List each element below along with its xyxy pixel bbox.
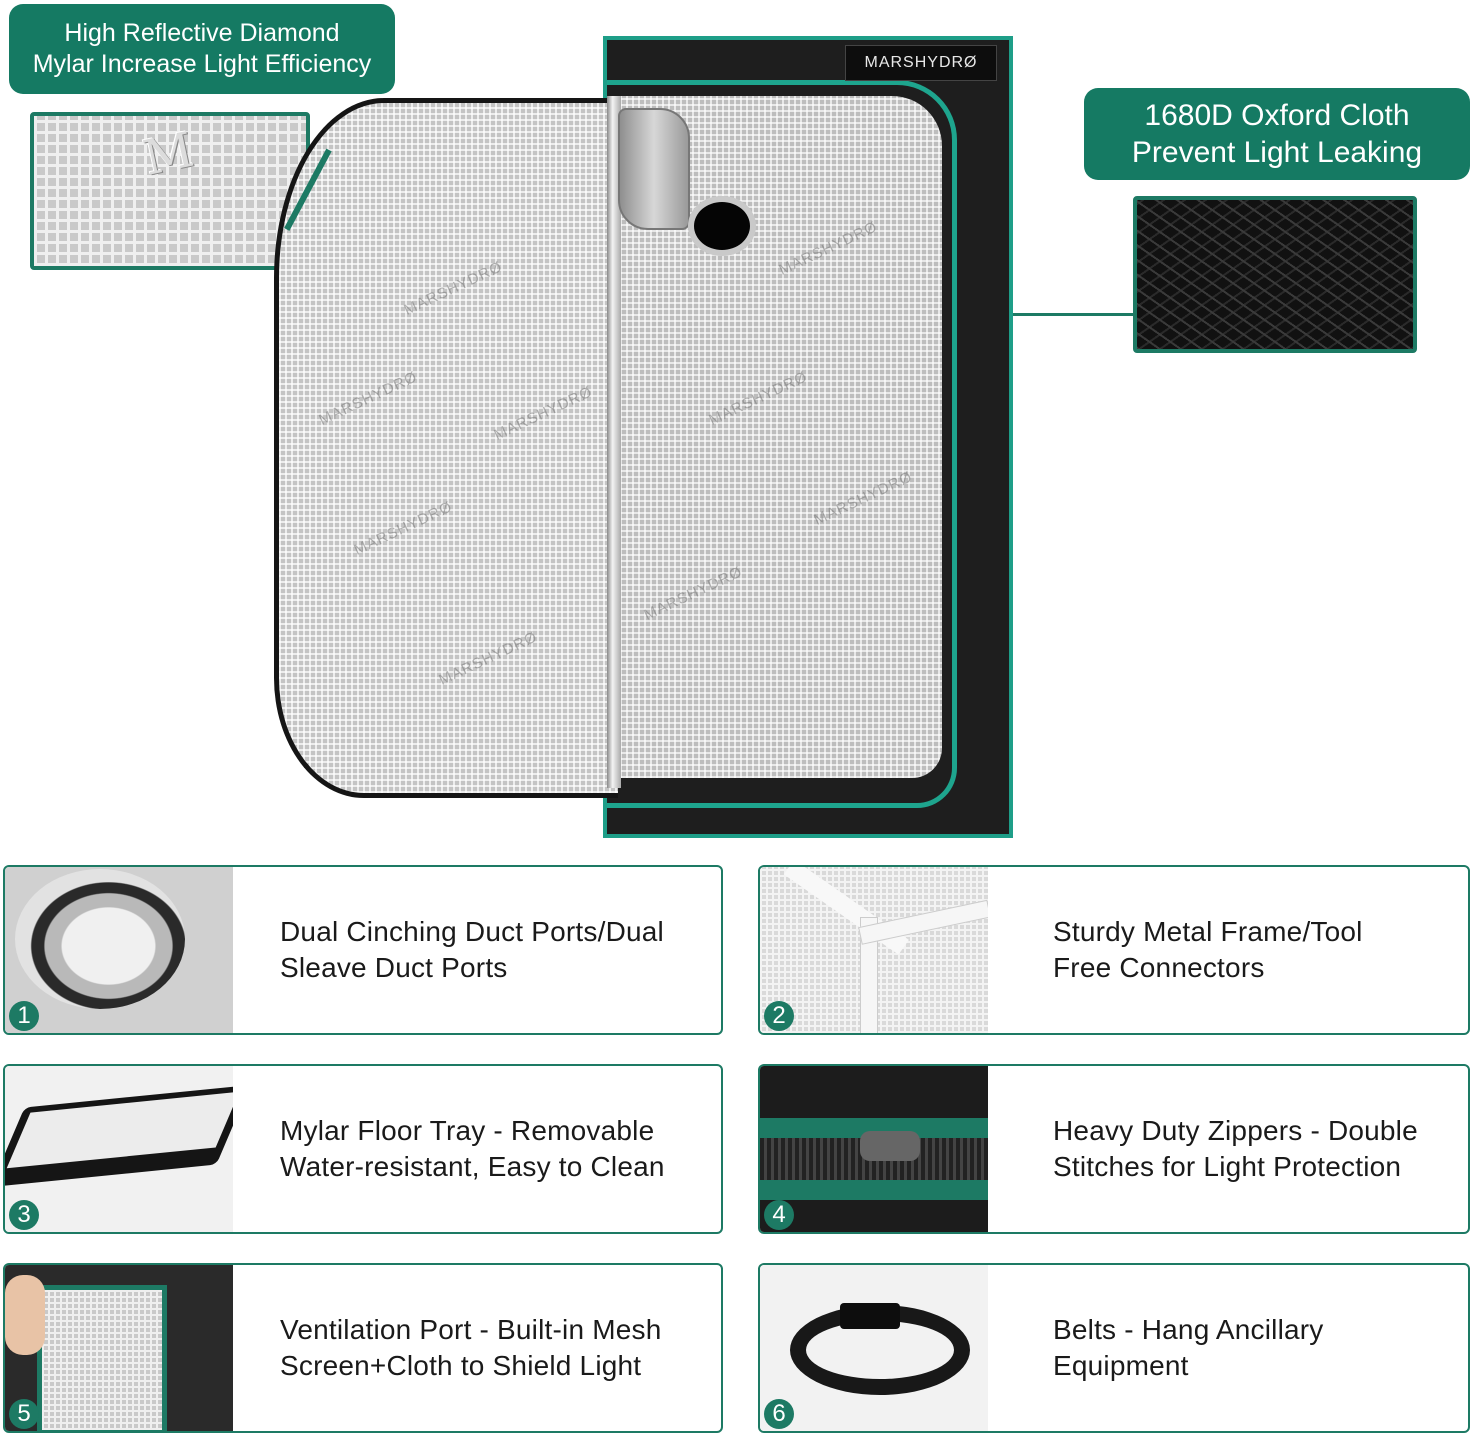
- frame-pole: [860, 917, 878, 1033]
- mylar-logo-emboss: M: [138, 121, 201, 187]
- tent-door-flap: [274, 98, 618, 798]
- zipper-pull: [860, 1131, 920, 1161]
- mylar-swatch-image: M: [30, 112, 310, 270]
- oxford-callout-text: 1680D Oxford Cloth Prevent Light Leaking: [1131, 99, 1423, 169]
- feature-label: Heavy Duty Zippers - Double Stitches for…: [1053, 1115, 1418, 1182]
- feature-label: Sturdy Metal Frame/Tool Free Connectors: [1053, 916, 1363, 983]
- oxford-connector-line: [980, 313, 1135, 316]
- feature-card-3: 3 Mylar Floor Tray - Removable Water-res…: [3, 1064, 723, 1234]
- tent-zipper-pole: [607, 96, 621, 788]
- belts-photo: [760, 1265, 988, 1431]
- mylar-callout: High Reflective Diamond Mylar Increase L…: [9, 4, 395, 94]
- frame-pole: [783, 867, 909, 955]
- floor-tray-photo: [5, 1066, 233, 1232]
- feature-card-4: 4 Heavy Duty Zippers - Double Stitches f…: [758, 1064, 1470, 1234]
- feature-number-badge: 4: [764, 1200, 794, 1230]
- duct-sleeve: [618, 108, 690, 230]
- ventilation-port-photo: [5, 1265, 233, 1431]
- metal-frame-photo: [760, 867, 988, 1033]
- feature-label: Dual Cinching Duct Ports/Dual Sleave Duc…: [280, 916, 664, 983]
- oxford-swatch-image: [1133, 196, 1417, 353]
- feature-card-6: 6 Belts - Hang Ancillary Equipment: [758, 1263, 1470, 1433]
- hand-shape: [5, 1275, 45, 1355]
- frame-pole: [858, 899, 988, 945]
- oxford-callout: 1680D Oxford Cloth Prevent Light Leaking: [1084, 88, 1470, 180]
- feature-number-badge: 5: [9, 1399, 39, 1429]
- feature-label: Mylar Floor Tray - Removable Water-resis…: [280, 1115, 665, 1182]
- brand-label: MARSHYDRØ: [845, 45, 997, 81]
- feature-number-badge: 2: [764, 1001, 794, 1031]
- mylar-callout-text: High Reflective Diamond Mylar Increase L…: [32, 19, 372, 78]
- feature-number-badge: 1: [9, 1001, 39, 1031]
- feature-number-badge: 6: [764, 1399, 794, 1429]
- belt-buckle: [840, 1303, 900, 1329]
- feature-label: Belts - Hang Ancillary Equipment: [1053, 1314, 1324, 1381]
- tent-door-trim: [607, 80, 957, 808]
- mesh-window: [37, 1285, 167, 1431]
- feature-card-1: 1 Dual Cinching Duct Ports/Dual Sleave D…: [3, 865, 723, 1035]
- feature-number-badge: 3: [9, 1200, 39, 1230]
- duct-ring-shape: [15, 869, 185, 1009]
- feature-label: Ventilation Port - Built-in Mesh Screen+…: [280, 1314, 662, 1381]
- zipper-photo: [760, 1066, 988, 1232]
- duct-port-hole: [688, 196, 756, 256]
- feature-card-5: 5 Ventilation Port - Built-in Mesh Scree…: [3, 1263, 723, 1433]
- duct-port-photo: [5, 867, 233, 1033]
- floor-tray-shape: [5, 1084, 233, 1188]
- feature-card-2: 2 Sturdy Metal Frame/Tool Free Connector…: [758, 865, 1470, 1035]
